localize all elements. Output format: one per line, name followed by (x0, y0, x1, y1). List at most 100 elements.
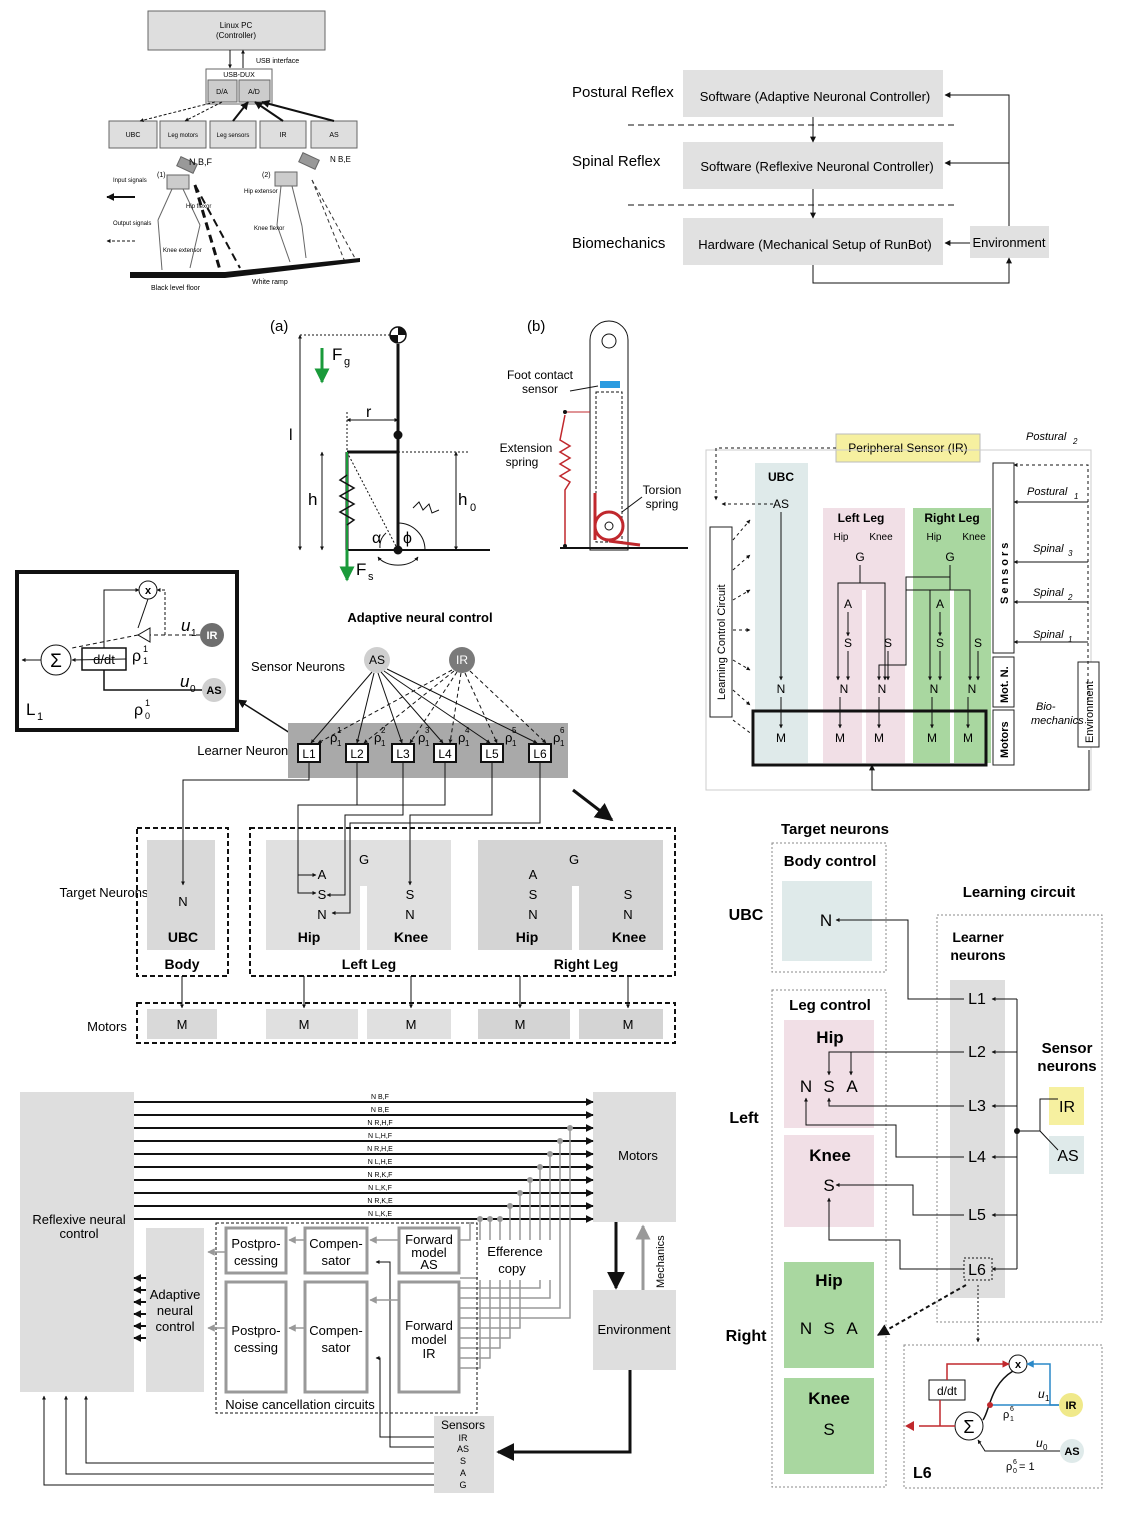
h0-sub: 0 (470, 502, 476, 514)
l1-title-sub: 1 (37, 711, 43, 723)
postpro-bottom-2: cessing (234, 1340, 278, 1355)
circuit-ubc-m: M (776, 731, 786, 745)
hip-extensor-label: Hip extensor (244, 189, 278, 195)
right-knee-n: N (623, 907, 632, 922)
usb-dux-label: USB-DUX (223, 72, 255, 79)
l6-title: L6 (913, 1465, 932, 1482)
circuit-lh-m: M (835, 731, 845, 745)
tr-learner: Learner (952, 929, 1004, 945)
bl-environment: Environment (598, 1322, 671, 1337)
sig-nlkf: N L,K,F (368, 1185, 392, 1192)
runbot-sketch (157, 152, 320, 271)
reflexive-box (683, 142, 943, 189)
noise-frame (215, 1222, 478, 1414)
circuit-as: AS (773, 497, 789, 511)
motor-m-right-knee: M (623, 1017, 634, 1032)
l6-rho0: ρ (1006, 1461, 1012, 1473)
circuit-rk-m: M (963, 731, 973, 745)
spinal1-label: Spinal (1033, 629, 1064, 641)
circuit-left-hip-s: S (844, 636, 852, 650)
bl-mechanics: Mechanics (655, 1235, 667, 1288)
learner-l6: L6 (533, 747, 547, 761)
svg-text:1: 1 (1074, 492, 1078, 501)
svg-text:ρ: ρ (418, 730, 425, 745)
bl-sensor-a: A (460, 1468, 466, 1478)
tr-learning-circuit: Learning circuit (963, 884, 1076, 901)
svg-text:3: 3 (1068, 549, 1073, 558)
tr-target-neurons: Target neurons (781, 821, 889, 838)
tr-left-knee: Knee (809, 1146, 851, 1165)
panel-learning-circuit: Peripheral Sensor (IR) UBC AS Left Leg R… (705, 431, 1100, 791)
adaptive-title: Adaptive neural control (347, 610, 492, 625)
left-hip-a: A (318, 867, 327, 882)
tr-sensor: Sensor (1042, 1040, 1093, 1057)
tr-links (804, 918, 1059, 1271)
postpro-top-2: cessing (234, 1253, 278, 1268)
motor-m-right-hip: M (515, 1017, 526, 1032)
svg-text:4: 4 (465, 726, 470, 735)
sig-nlhe: N L,H,E (368, 1159, 393, 1166)
l1-rho01-label: ρ (134, 702, 143, 719)
svg-text:1: 1 (145, 698, 150, 708)
bl-sensors: Sensors (441, 1418, 485, 1432)
left-hip-s: S (318, 887, 327, 902)
fm-top-3: AS (420, 1257, 438, 1272)
right-knee-s: S (624, 887, 633, 902)
tr-right-knee-s: S (823, 1420, 834, 1439)
adaptive-box-label: Software (Adaptive Neuronal Controller) (700, 89, 931, 104)
target-to-motor-links (180, 976, 630, 1009)
circuit-motn-label: Mot. N. (999, 666, 1011, 703)
learner-band (288, 723, 568, 778)
l6-multiply: x (1015, 1359, 1022, 1371)
panel-control-hierarchy: Postural Reflex Spinal Reflex Biomechani… (572, 70, 1049, 284)
l6-ddt: d/dt (937, 1384, 958, 1398)
svg-text:1: 1 (512, 739, 517, 748)
l1-sigma-label: Σ (50, 651, 62, 672)
sig-nrkf: N R,K,F (368, 1172, 393, 1179)
circuit-left-g: G (855, 550, 864, 564)
circuit-ubc-n: N (777, 682, 786, 696)
leg-sensors-label: Leg sensors (217, 133, 250, 139)
svg-text:6: 6 (560, 726, 565, 735)
l6-u1: u (1038, 1387, 1045, 1401)
svg-text:2: 2 (1067, 593, 1073, 602)
environment-box (970, 226, 1049, 258)
l6-sigma: Σ (963, 1417, 974, 1437)
motor-m-left-knee: M (406, 1017, 417, 1032)
circuit-left-knee-s: S (884, 636, 892, 650)
left-knee-label: Knee (394, 929, 428, 945)
tr-left-hip: Hip (816, 1028, 843, 1047)
circuit-sensors-label: Sensors (999, 540, 1011, 604)
noise-internal-links (207, 1236, 399, 1332)
svg-text:0: 0 (1013, 1468, 1017, 1475)
fm-bottom-3: IR (423, 1346, 436, 1361)
svg-text:1: 1 (1068, 635, 1072, 644)
circuit-motors-label: Motors (999, 721, 1011, 758)
biomechanics-label: Biomechanics (572, 235, 665, 252)
left-leg-label: Left Leg (342, 956, 396, 972)
sig-nrhe: N R,H,E (367, 1146, 393, 1153)
circuit-left-hip: Hip (833, 532, 848, 543)
compen-top-1: Compen- (309, 1236, 362, 1251)
reflexive-box (20, 1092, 134, 1392)
environment-label: Environment (973, 235, 1046, 250)
circuit-rh-m: M (927, 731, 937, 745)
input-signals-label: Input signals (113, 178, 147, 184)
compen-bottom-2: sator (322, 1340, 352, 1355)
tr-sensor-neurons: neurons (1037, 1058, 1096, 1075)
left-hip-label: Hip (298, 929, 321, 945)
postpro-bottom-1: Postpro- (231, 1323, 280, 1338)
ad-label: A/D (248, 89, 260, 96)
tr-left-hip-s: S (823, 1077, 834, 1096)
bl-control: control (155, 1319, 194, 1334)
l6-ir: IR (1066, 1400, 1077, 1412)
postural-reflex-label: Postural Reflex (572, 84, 674, 101)
bl-neural: neural (157, 1303, 193, 1318)
svg-text:2: 2 (1072, 437, 1078, 446)
svg-text:1: 1 (425, 739, 430, 748)
tr-learner-neurons: neurons (950, 947, 1005, 963)
sensor-as-label: AS (369, 653, 385, 667)
l6-u0: u (1036, 1436, 1043, 1450)
compen-top-2: sator (322, 1253, 352, 1268)
reflexive-label-2: control (59, 1226, 98, 1241)
